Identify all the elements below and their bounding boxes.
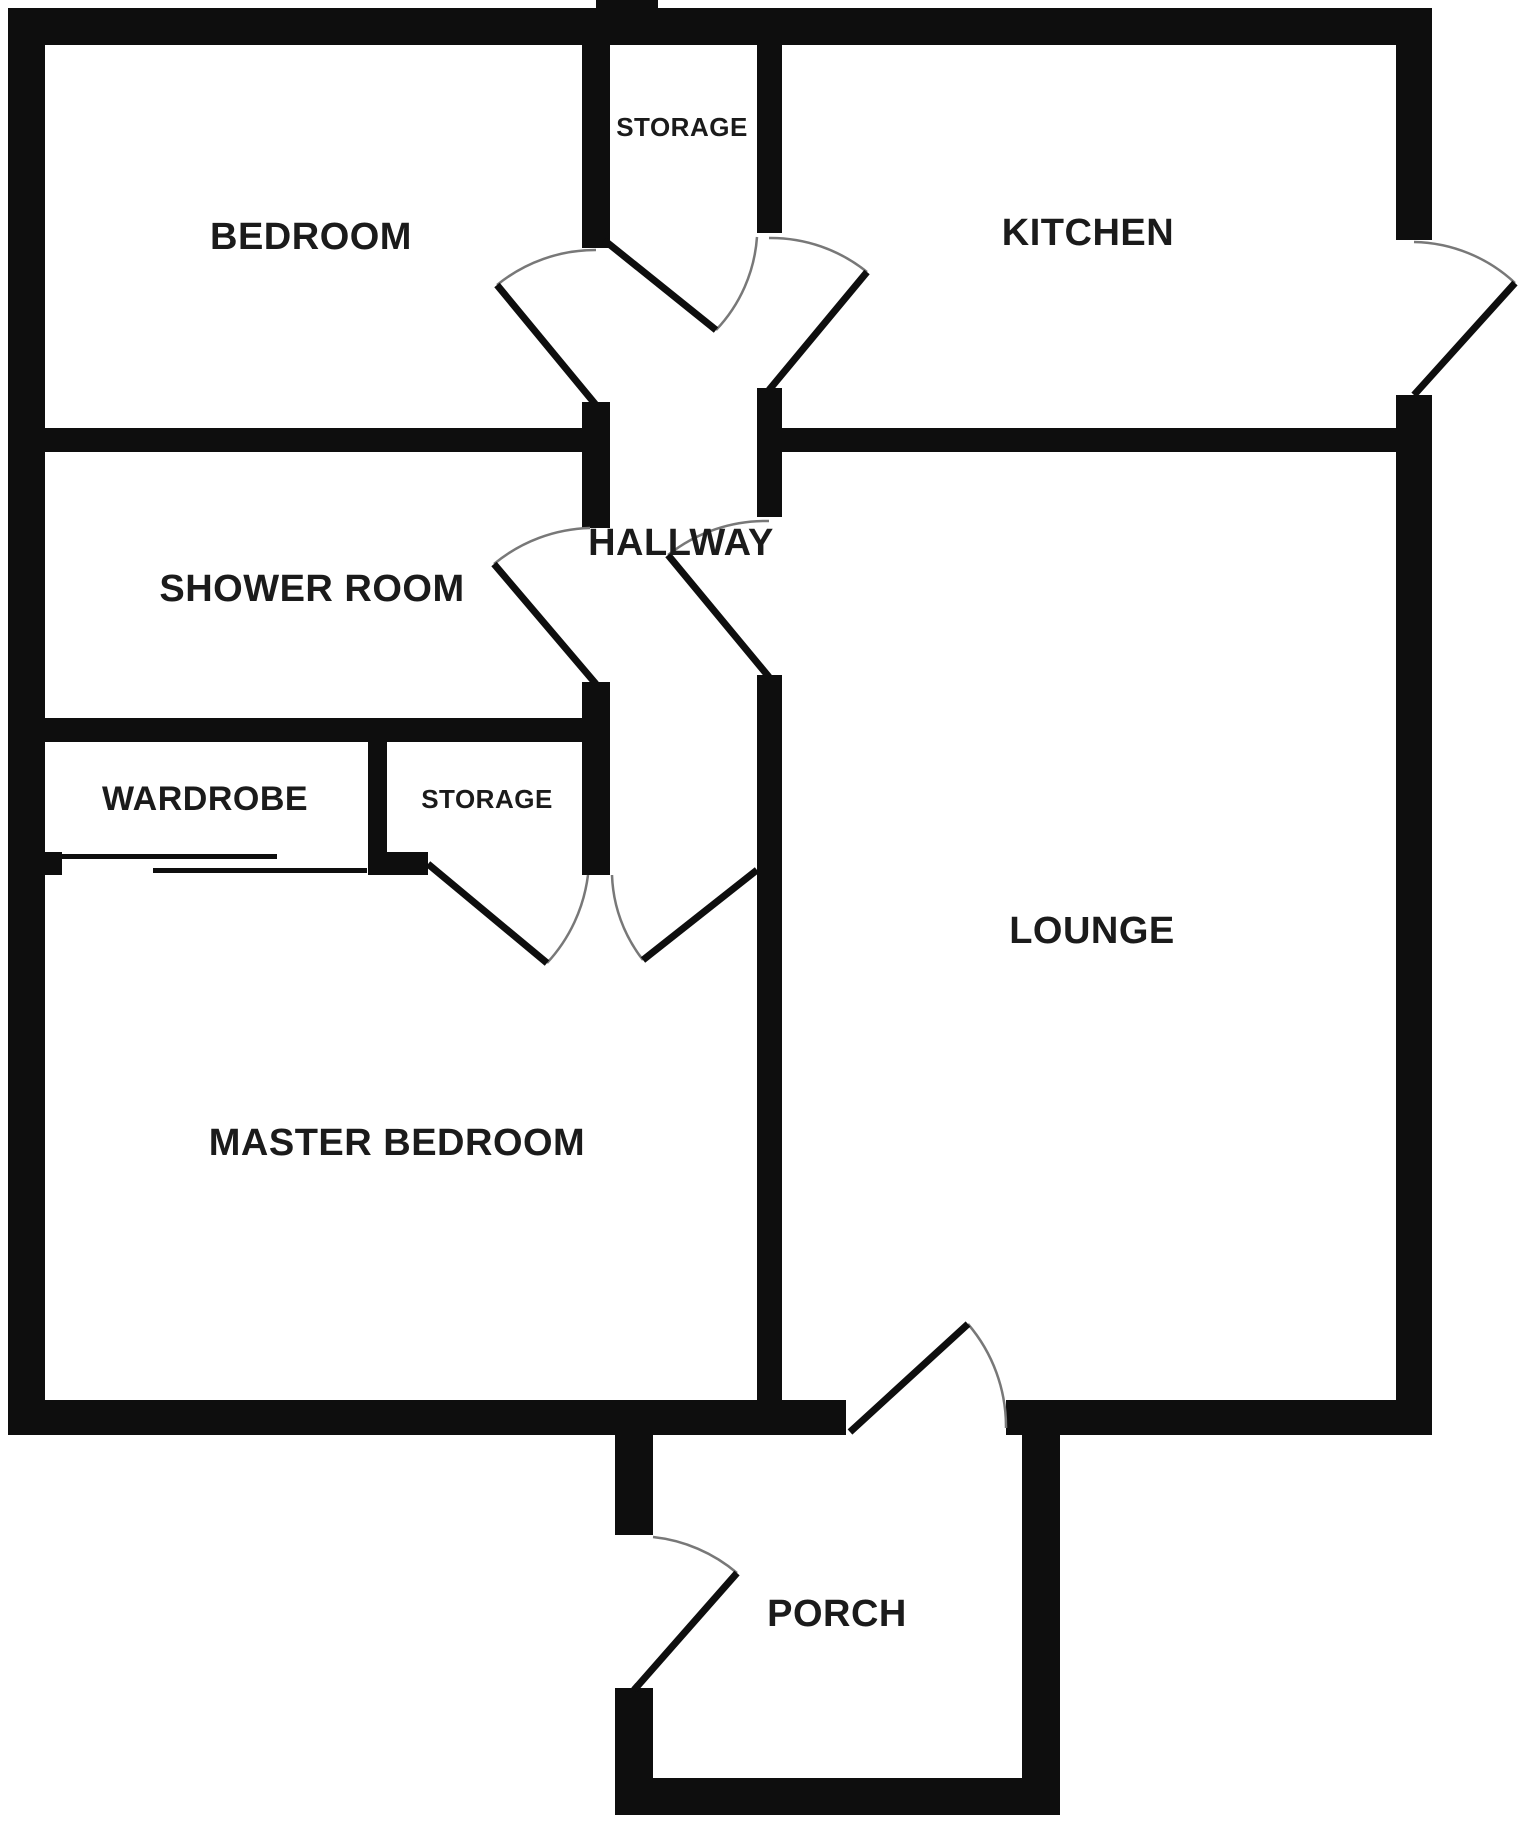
hallway-lounge-door-arc — [667, 519, 770, 556]
kitchen-door-leaf — [766, 269, 870, 393]
storage-top-door-arc — [715, 236, 759, 331]
master-bedroom-door-leaf — [640, 867, 760, 963]
wall-outer-bottom-right — [1006, 1400, 1432, 1435]
wall-porch-bottom — [615, 1778, 1060, 1815]
porch-entrance-door-arc — [652, 1535, 738, 1574]
wall-top-notch — [596, 0, 658, 14]
room-label-lounge: LOUNGE — [1009, 910, 1175, 952]
wall-porch-left-upper — [615, 1433, 653, 1535]
wall-left-notch — [45, 852, 62, 875]
wall-group — [8, 0, 1432, 1815]
lounge-porch-door-arc — [967, 1323, 1008, 1429]
room-label-storage-top: STORAGE — [616, 112, 748, 142]
wall-inner-left-lower — [582, 682, 610, 875]
wall-outer-top — [8, 8, 1432, 45]
room-label-storage-lower: STORAGE — [421, 784, 553, 814]
wall-kitchen-bottom — [757, 428, 1432, 452]
room-label-shower-room: SHOWER ROOM — [159, 568, 464, 610]
wall-bedroom-bottom — [45, 428, 610, 452]
bedroom-door-arc — [496, 248, 597, 286]
room-label-hallway: HALLWAY — [588, 522, 774, 564]
kitchen-door-arc — [768, 236, 868, 273]
wall-shower-bottom — [45, 718, 610, 742]
storage-lower-door-arc — [546, 874, 590, 964]
kitchen-exterior-door-arc — [1413, 240, 1516, 284]
wall-inner-left-upper — [582, 45, 610, 248]
storage-lower-door-leaf — [425, 861, 550, 966]
master-bedroom-door-arc — [610, 874, 644, 961]
wall-outer-right-upper — [1396, 8, 1432, 240]
wall-inner-left-middle — [582, 402, 610, 528]
wall-inner-right-middle — [757, 388, 782, 517]
wall-outer-left — [8, 8, 45, 1435]
bedroom-door-leaf — [494, 282, 599, 408]
hallway-lounge-door-leaf — [665, 552, 772, 680]
room-label-wardrobe: WARDROBE — [102, 780, 308, 818]
wall-porch-right — [1022, 1433, 1060, 1815]
wall-inner-right-lower — [757, 675, 782, 1400]
lounge-porch-door-leaf — [847, 1321, 971, 1435]
wall-outer-right-lower — [1396, 395, 1432, 1435]
shower-room-door-arc — [493, 526, 591, 565]
wall-inner-right-upper — [757, 45, 782, 233]
kitchen-exterior-door-leaf — [1411, 280, 1518, 398]
shower-room-door-leaf — [491, 561, 599, 687]
room-label-master-bedroom: MASTER BEDROOM — [209, 1122, 585, 1164]
wall-wardrobe-divider-foot — [368, 852, 428, 875]
wall-wardrobe-divider — [368, 742, 387, 873]
room-label-kitchen: KITCHEN — [1002, 212, 1174, 254]
door-leaf-group — [425, 237, 1518, 1693]
door-arc-group — [493, 236, 1516, 1574]
room-label-bedroom: BEDROOM — [210, 216, 412, 258]
wardrobe-sliding-door-line-1 — [62, 854, 277, 859]
room-label-group: BEDROOM STORAGE KITCHEN SHOWER ROOM HALL… — [102, 112, 1175, 1635]
storage-top-door-leaf — [601, 237, 719, 333]
porch-entrance-door-leaf — [631, 1570, 740, 1693]
wardrobe-sliding-door-line-2 — [153, 868, 367, 873]
room-label-porch: PORCH — [767, 1593, 907, 1635]
wall-outer-bottom-left — [8, 1400, 846, 1435]
